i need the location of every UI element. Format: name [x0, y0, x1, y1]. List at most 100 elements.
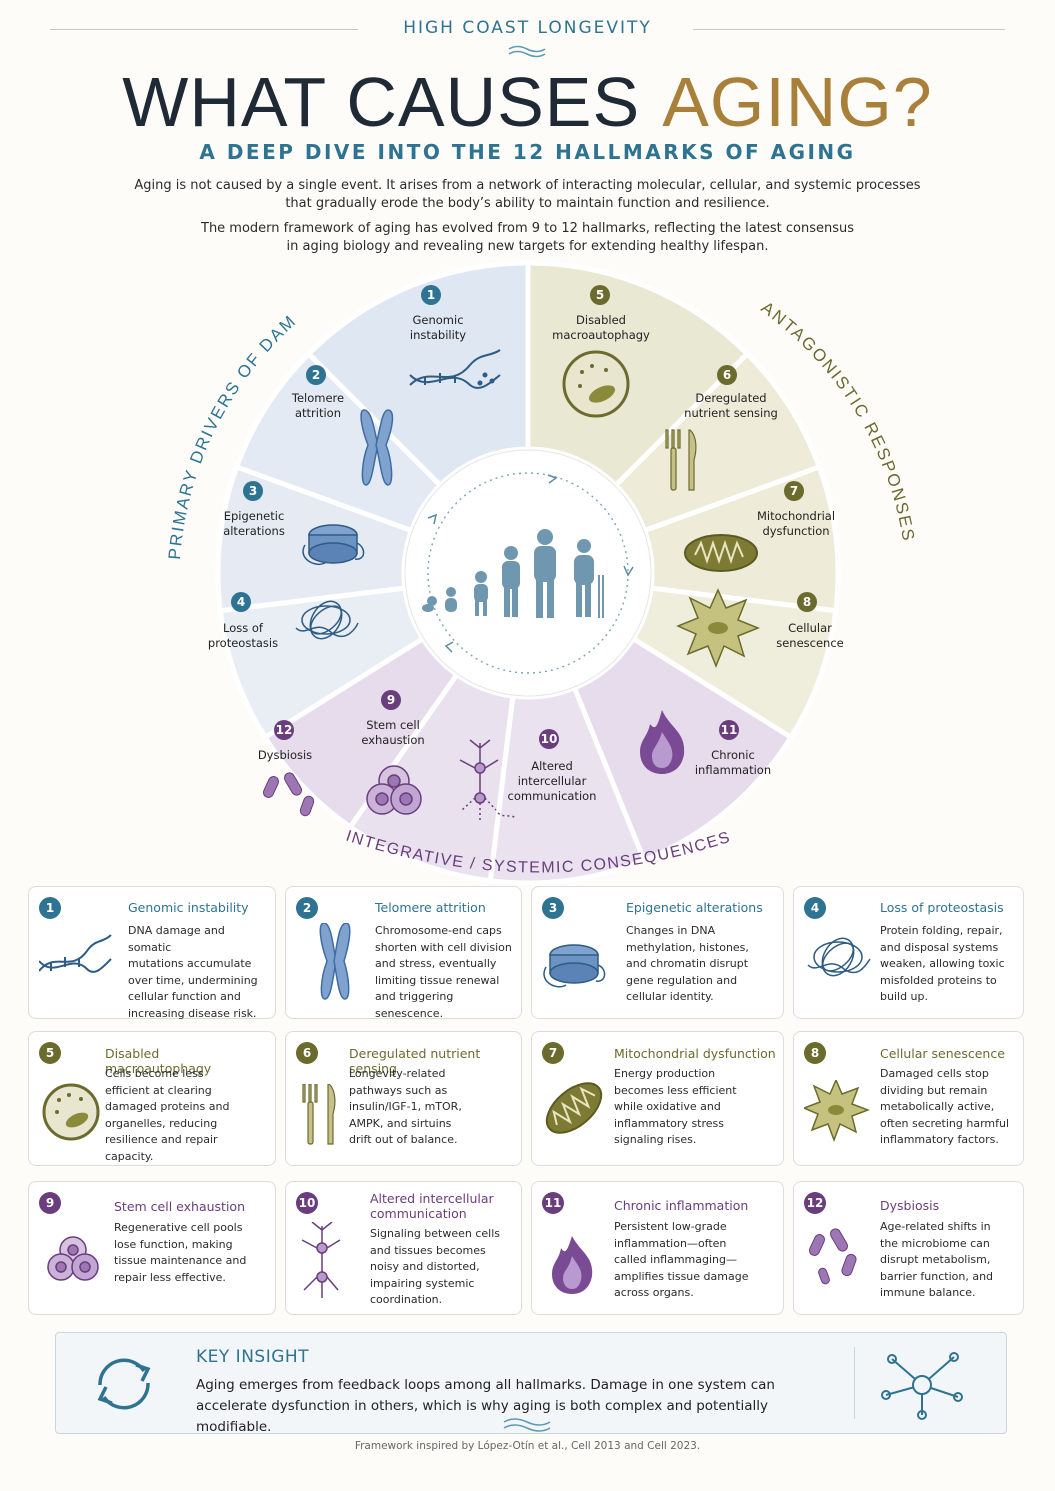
neuron-icon — [300, 1221, 346, 1306]
flame-icon — [640, 710, 685, 774]
card-description-line: Signaling between cells — [370, 1227, 501, 1240]
card-description-line: misfolded proteins to — [880, 973, 997, 987]
wheel-number-8: 8 — [797, 592, 817, 612]
neuron-icon — [459, 739, 517, 820]
card-description-line: over time, undermining — [128, 973, 258, 987]
key-insight-panel: KEY INSIGHT Aging emerges from feedback … — [55, 1332, 1007, 1435]
key-insight-line-2: accelerate dysfunction in others, which … — [196, 1398, 769, 1435]
wheel-label-line: instability — [409, 328, 467, 342]
chromatin-icon — [542, 935, 612, 999]
card-title: Cellular senescence — [880, 1046, 1017, 1061]
card-description-line: efficient at clearing — [105, 1083, 212, 1097]
wheel-label-line: proteostasis — [207, 636, 279, 650]
card-description-line: cellular identity. — [626, 990, 714, 1003]
card-description-line: called inflammaging— — [614, 1253, 738, 1266]
card-number-badge: 1 — [39, 897, 61, 919]
card-description-line: limiting tissue renewal — [375, 973, 500, 987]
bacteria-icon — [262, 772, 315, 817]
wheel-number-4: 4 — [231, 592, 251, 612]
card-description-line: noisy and distorted, — [370, 1260, 480, 1273]
wheel-label-line: dysfunction — [762, 524, 830, 538]
card-description-line: build up. — [880, 990, 928, 1003]
wheel-label-line: Genomic — [412, 313, 464, 327]
card-description-line: organelles, reducing — [105, 1116, 218, 1130]
wheel-label-line: intercellular — [517, 774, 587, 788]
brand-name: HIGH COAST LONGEVITY — [403, 18, 652, 38]
wheel-label-line: alterations — [223, 524, 285, 538]
card-title-line: Disabled macroautophagy — [105, 1046, 212, 1076]
footer-citation: Framework inspired by López-Otín et al.,… — [354, 1440, 701, 1452]
wheel-segment-12 — [261, 635, 461, 831]
card-description-line: often secreting harmful — [880, 1116, 1010, 1130]
header-rule-left — [50, 29, 358, 30]
card-title: Disabled macroautophagy — [105, 1046, 269, 1076]
intro-line-1b: that gradually erode the body’s ability … — [285, 196, 770, 211]
footer-wave-icon — [503, 1418, 551, 1432]
intro-line-2b: in aging biology and revealing new targe… — [286, 239, 769, 254]
wheel-number-2: 2 — [306, 365, 326, 385]
wheel-label-line: Dysbiosis — [257, 748, 313, 762]
card-title-line: Cellular senescence — [880, 1046, 1005, 1061]
card-title-line: Deregulated nutrient sensing — [349, 1046, 481, 1076]
card-description-line: while oxidative and — [614, 1100, 721, 1113]
card-description-line: weaken, allowing toxic — [880, 957, 1005, 970]
wheel-number-5: 5 — [590, 285, 610, 305]
card-title-line: communication — [370, 1206, 467, 1221]
insight-divider — [854, 1347, 855, 1419]
wheel-label-line: Altered — [531, 759, 573, 773]
card-description-line: insulin/IGF-1, mTOR, — [349, 1100, 462, 1113]
card-number-badge: 11 — [542, 1192, 564, 1214]
intro-line-2a: The modern framework of aging has evolve… — [201, 221, 854, 236]
wheel-number-6: 6 — [717, 365, 737, 385]
card-title-line: Altered intercellular — [370, 1191, 494, 1206]
card-description-line: Protein folding, repair, — [880, 924, 1003, 937]
card-description-line: capacity. — [105, 1149, 154, 1163]
senescent-cell-icon — [801, 1078, 871, 1146]
chromosome-icon — [360, 409, 394, 486]
card-description-line: and disposal systems — [880, 940, 999, 954]
card-description-line: methylation, histones, — [626, 940, 749, 954]
card-number-badge: 9 — [39, 1192, 61, 1214]
fork-knife-icon — [302, 1083, 342, 1152]
card-title-line: Stem cell exhaustion — [114, 1199, 245, 1214]
card-description-line: AMPK, and sirtuins — [349, 1116, 452, 1130]
title-part-1: WHAT CAUSES — [122, 63, 641, 141]
card-description-line: and triggering senescence. — [375, 990, 454, 1020]
card-description-line: Cells become less — [105, 1067, 204, 1080]
card-title: Mitochondrial dysfunction — [614, 1046, 777, 1061]
card-description-line: dividing but remain — [880, 1083, 988, 1097]
card-description: Protein folding, repair, and disposal sys… — [880, 923, 1019, 1006]
wheel-number-12: 12 — [274, 720, 294, 740]
wheel-label-line: Telomere — [291, 391, 345, 405]
key-insight-line-1: Aging emerges from feedback loops among … — [196, 1377, 775, 1393]
card-title-line: Chronic inflammation — [614, 1198, 749, 1213]
wheel-label-line: Stem cell — [366, 718, 420, 732]
card-description-line: Energy production — [614, 1067, 716, 1080]
chromosome-icon — [316, 922, 360, 1007]
wheel-label-line: nutrient sensing — [684, 406, 778, 420]
header-rule-right — [693, 29, 1005, 30]
card-description-line: lose function, making — [114, 1237, 233, 1251]
wheel-segment-4 — [217, 585, 427, 741]
card-description-line: drift out of balance. — [349, 1133, 458, 1146]
card-description-line: impairing systemic — [370, 1276, 475, 1290]
card-title: Loss of proteostasis — [880, 900, 1017, 915]
network-icon — [881, 1352, 963, 1420]
wheel-number-10: 10 — [539, 729, 559, 749]
flame-icon — [552, 1236, 596, 1300]
card-title: Stem cell exhaustion — [114, 1199, 269, 1214]
card-title-line: Mitochondrial dysfunction — [614, 1046, 776, 1061]
card-description-line: Regenerative cell pools — [114, 1221, 243, 1234]
card-title: Epigenetic alterations — [626, 900, 777, 915]
card-title: Chronic inflammation — [614, 1198, 777, 1213]
